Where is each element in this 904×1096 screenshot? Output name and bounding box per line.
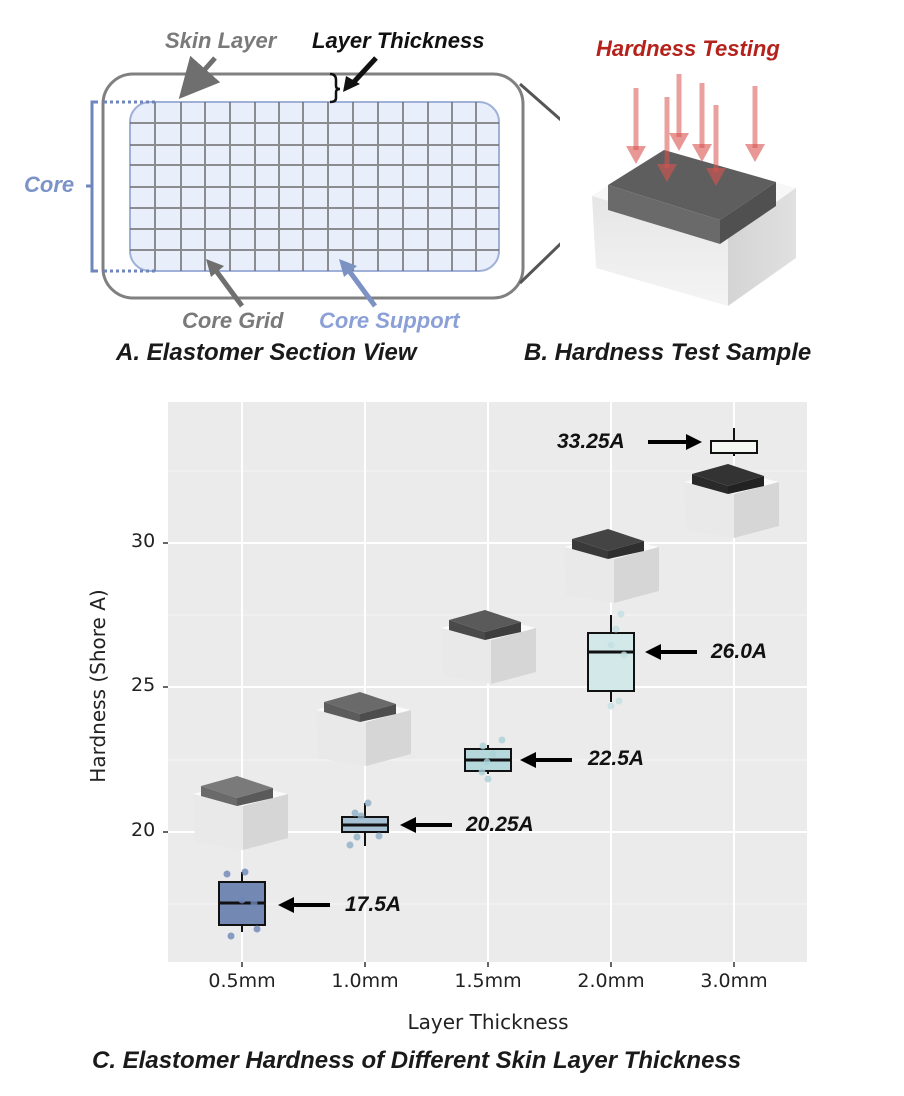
annotation-2.0mm: 26.0A — [711, 640, 768, 663]
core-grid-arrow — [211, 266, 245, 308]
zoom-line-top — [519, 82, 560, 122]
core-grid — [130, 102, 499, 271]
panel-b-caption: B. Hardness Test Sample — [524, 339, 812, 366]
core-grid-label: Core Grid — [182, 308, 284, 333]
x-tick-1.0mm: 1.0mm — [331, 970, 399, 992]
annotation-0.5mm: 17.5A — [345, 893, 402, 916]
x-tick-0.5mm: 0.5mm — [208, 970, 276, 992]
y-tick-30: 30 — [131, 530, 156, 552]
sample-block-icons — [193, 464, 779, 850]
layer-thickness-label: Layer Thickness — [312, 28, 485, 53]
box-1.0mm — [341, 799, 389, 849]
panel-a-caption: A. Elastomer Section View — [116, 339, 417, 366]
y-tick-20: 20 — [131, 819, 156, 841]
skin-layer-arrow — [178, 55, 221, 99]
annotation-arrows — [278, 434, 702, 913]
x-tick-2.0mm: 2.0mm — [577, 970, 645, 992]
x-axis-title: Layer Thickness — [407, 1010, 569, 1034]
hardness-testing-label: Hardness Testing — [596, 36, 780, 61]
x-tick-3.0mm: 3.0mm — [700, 970, 768, 992]
annotation-3.0mm: 33.25A — [557, 430, 625, 453]
panel-c-caption: C. Elastomer Hardness of Different Skin … — [92, 1047, 742, 1074]
force-arrows — [633, 74, 758, 172]
box-3.0mm — [710, 428, 758, 456]
box-1.5mm — [464, 736, 512, 783]
core-support-arrow — [344, 266, 378, 308]
skin-layer-label: Skin Layer — [165, 28, 277, 53]
core-support-label: Core Support — [319, 308, 460, 333]
section-view-diagram — [86, 55, 560, 308]
annotation-1.0mm: 20.25A — [466, 813, 534, 836]
x-tick-1.5mm: 1.5mm — [454, 970, 522, 992]
thickness-brace — [329, 72, 341, 104]
core-label: Core — [24, 172, 75, 197]
y-axis-title: Hardness (Shore A) — [86, 589, 110, 783]
thickness-arrow — [350, 56, 378, 86]
y-tick-25: 25 — [131, 674, 156, 696]
annotation-1.5mm: 22.5A — [588, 747, 645, 770]
test-sample-illustration — [592, 74, 796, 306]
box-0.5mm — [218, 868, 266, 940]
zoom-line-bottom — [518, 242, 560, 285]
box-2.0mm — [587, 610, 635, 710]
gridlines — [168, 402, 807, 962]
